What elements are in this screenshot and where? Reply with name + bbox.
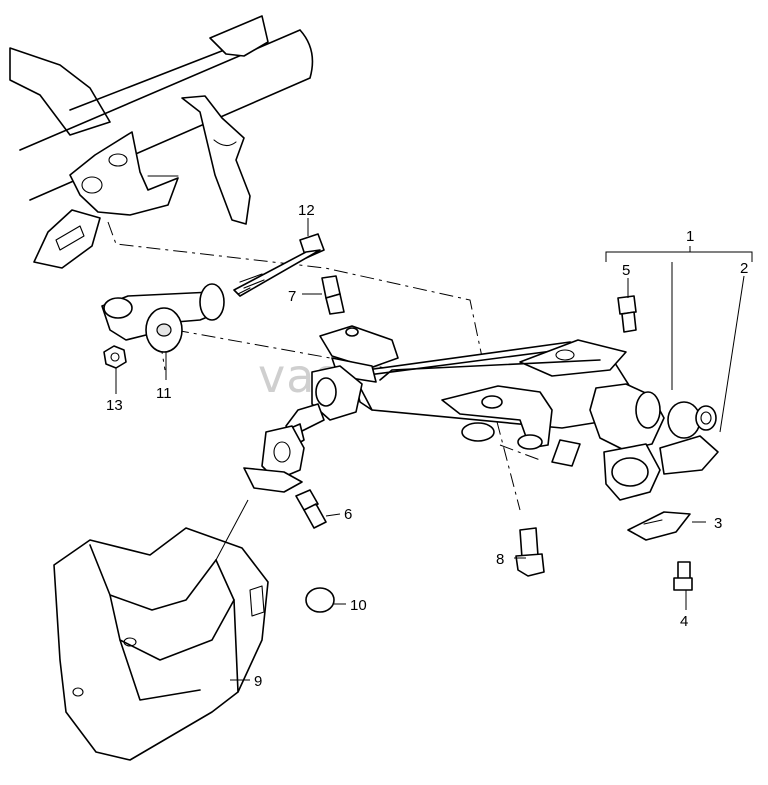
screw-4-part	[673, 561, 693, 591]
clip-plate	[627, 511, 691, 541]
leader-lines	[115, 218, 753, 681]
bolt-7-part	[321, 275, 345, 315]
callout-13: 13	[106, 397, 123, 414]
callout-2: 2	[740, 260, 748, 277]
plug-cap	[305, 587, 335, 613]
callout-10: 10	[350, 597, 367, 614]
bolt-6-part	[295, 489, 327, 529]
callout-12: 12	[298, 202, 315, 219]
callout-5: 5	[622, 262, 630, 279]
cross-member-beam	[9, 15, 314, 269]
callout-4: 4	[680, 613, 688, 630]
universal-joint-shaft	[243, 365, 363, 493]
column-clamp-bracket	[319, 325, 399, 383]
steering-column	[351, 339, 719, 501]
bolt-8-part	[515, 527, 545, 577]
callout-8: 8	[496, 551, 504, 568]
long-bolt	[233, 233, 325, 297]
support-arm	[101, 283, 225, 353]
callout-3: 3	[714, 515, 722, 532]
hex-nut	[103, 345, 127, 369]
trim-panel	[53, 527, 269, 761]
callout-9: 9	[254, 673, 262, 690]
bolt-5-part	[617, 295, 637, 333]
callout-6: 6	[344, 506, 352, 523]
callout-11: 11	[156, 385, 172, 402]
callout-1: 1	[686, 228, 694, 245]
callout-7: 7	[288, 288, 296, 305]
callout-labels: 1 2 3 4 5 6 7 8 9 10 11 12 13	[106, 202, 748, 690]
